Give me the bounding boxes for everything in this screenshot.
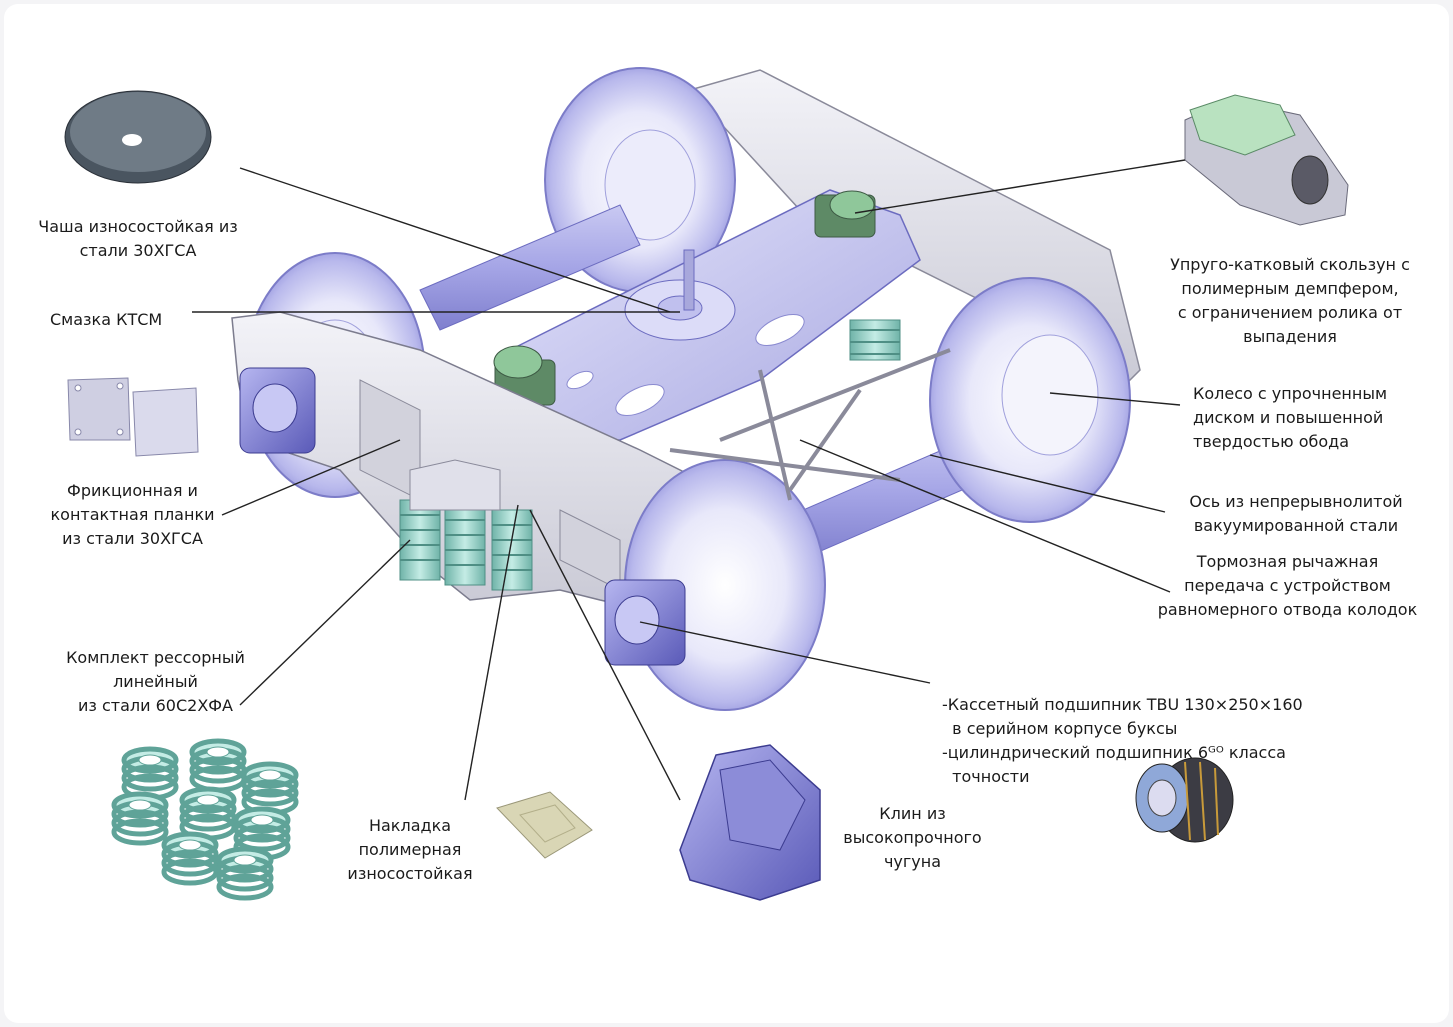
cartridge-bearing-illustration (1135, 757, 1234, 843)
spring-nest-front (399, 459, 533, 591)
spring-set-illustration (111, 738, 299, 901)
friction-plates-illustration (67, 377, 199, 457)
side-bearer-illustration (1184, 94, 1349, 226)
leader-wedge (529, 509, 681, 801)
leader-bearing (639, 621, 931, 684)
leader-side-bearer (854, 159, 1186, 214)
leader-cup (239, 167, 671, 313)
spring-coil (111, 791, 169, 846)
leader-lines (192, 159, 1186, 801)
spring-coil (189, 738, 247, 793)
leader-axle (929, 454, 1166, 513)
leader-wheel (1049, 392, 1181, 406)
leader-friction (221, 439, 401, 516)
bogie-assembly (231, 67, 1141, 711)
spring-nest-rear (849, 319, 901, 361)
king-pin (683, 249, 695, 311)
wedge-illustration (679, 744, 821, 901)
label-bearing: -Кассетный подшипник TBU 130×250×160 в с… (942, 695, 1303, 786)
leader-spring-set (239, 539, 411, 706)
spring-coil (241, 761, 299, 816)
spring-coil (121, 746, 179, 801)
spring-coil (179, 786, 237, 841)
spring-coil (161, 831, 219, 886)
spring-coil (233, 806, 291, 861)
leader-brake (799, 439, 1171, 593)
label-lube: Смазка КТСМ (50, 310, 163, 329)
axle-rear (419, 204, 641, 331)
brake-rigging (669, 348, 951, 501)
wheel-rear-right (929, 277, 1131, 523)
axle-box-front-left (239, 367, 316, 454)
wear-cup-illustration (64, 90, 212, 184)
spring-coil (216, 846, 274, 901)
side-bearer-rear (814, 190, 876, 238)
polymer-pad-illustration (496, 791, 593, 859)
leader-pad (464, 504, 519, 801)
